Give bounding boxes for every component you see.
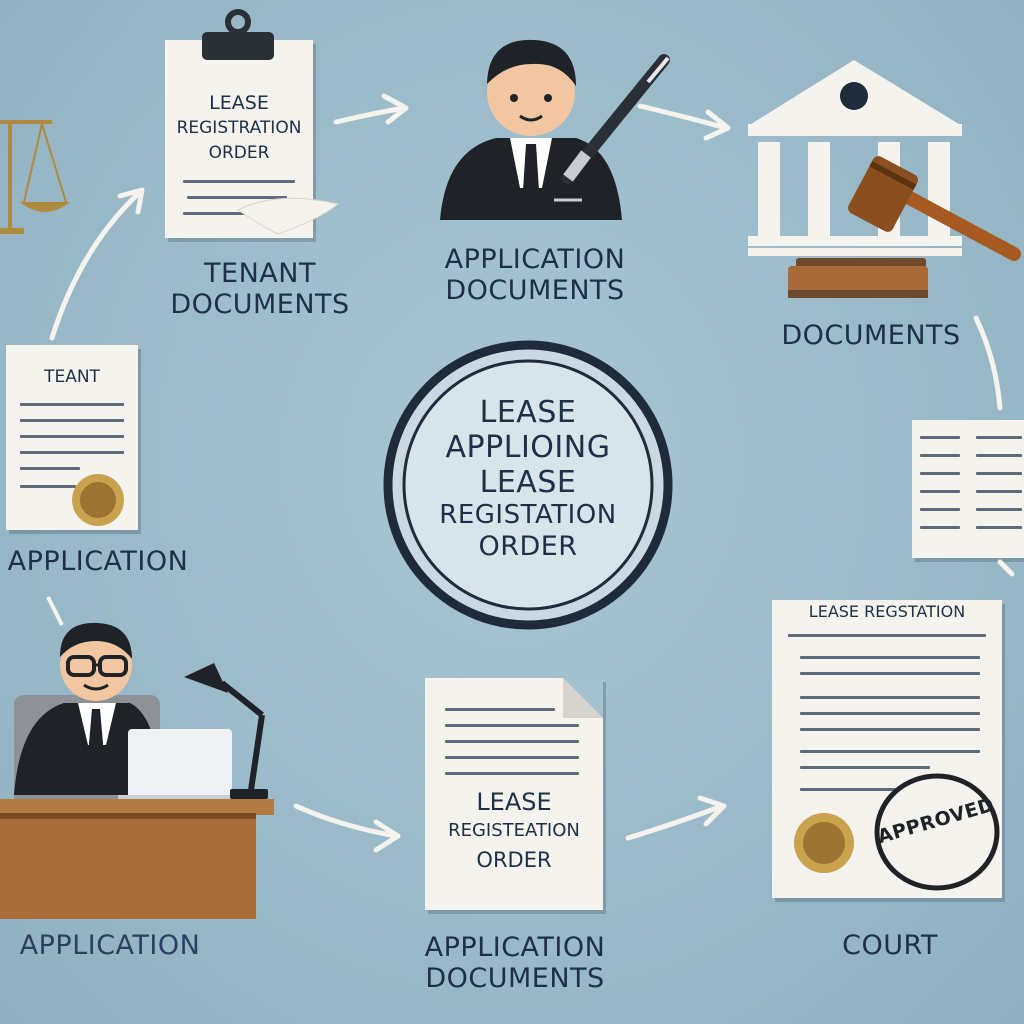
arrow-top-left-to-center-head xyxy=(381,93,409,125)
tenant-documents-line-1: TENANT xyxy=(204,258,316,289)
doc-text-line xyxy=(920,508,960,511)
doc-text-line xyxy=(183,180,295,183)
doc-text-line xyxy=(920,436,960,439)
doc-text-line xyxy=(976,526,1022,529)
center-seal-line-2: APPLIOING xyxy=(445,429,611,465)
arrow-center-to-approved-head xyxy=(697,795,727,827)
bottom-doc-line-3: ORDER xyxy=(476,848,552,872)
arrow-center-to-court xyxy=(637,103,729,131)
doc-text-line xyxy=(920,472,960,475)
courthouse-icon xyxy=(748,60,1021,298)
clipboard-clip-icon xyxy=(202,9,274,60)
application-documents-top-line-2: DOCUMENTS xyxy=(445,275,625,307)
arrow-center-to-approved xyxy=(625,803,725,841)
lawyer-with-pen-figure xyxy=(440,39,670,220)
doc-text-line xyxy=(20,467,80,470)
gold-seal-icon xyxy=(794,813,854,873)
doc-text-line xyxy=(920,490,960,493)
documents-label-right: DOCUMENTS xyxy=(781,320,961,351)
application-documents-bottom-line-1: APPLICATION xyxy=(424,932,606,963)
application-documents-bottom-label: APPLICATION DOCUMENTS xyxy=(395,932,635,994)
center-seal-line-5: ORDER xyxy=(478,530,578,562)
tenant-documents-label: TENANT DOCUMENTS xyxy=(150,258,370,320)
scales-icon xyxy=(0,120,70,234)
stacked-papers-right xyxy=(912,420,1024,558)
application-documents-bottom-line-2: DOCUMENTS xyxy=(425,963,605,995)
arrow-left-up xyxy=(49,189,143,341)
arrow-bottom-left-to-center xyxy=(293,803,399,839)
bottom-doc-line-2: REGISTEATION xyxy=(448,820,580,841)
page-fold-corner xyxy=(563,678,603,718)
approved-stamp-ring xyxy=(874,773,1000,891)
tenant-documents-line-2: DOCUMENTS xyxy=(170,289,350,321)
clipboard-line-1: LEASE xyxy=(209,92,269,114)
doc-text-line xyxy=(445,756,579,759)
arrow-top-left-to-center xyxy=(333,105,407,125)
doc-text-line xyxy=(800,788,900,791)
doc-text-line xyxy=(800,766,930,769)
center-seal-ring xyxy=(383,340,673,630)
bottom-doc-line-1: LEASE xyxy=(476,788,552,816)
center-seal-text: LEASE APPLIOING LEASE REGISTATION ORDER xyxy=(393,395,663,562)
doc-text-line xyxy=(445,740,579,743)
center-seal-line-3: LEASE xyxy=(479,464,577,500)
connector-right-tail xyxy=(997,559,1015,577)
curled-paper-icon xyxy=(237,197,340,235)
application-label-left: APPLICATION xyxy=(7,546,189,577)
tenant-doc-title: TEANT xyxy=(44,367,100,387)
doc-text-line xyxy=(445,772,579,775)
clipboard-line-2: REGISTRATION xyxy=(176,118,302,138)
doc-text-line xyxy=(976,472,1022,475)
court-label: COURT xyxy=(842,930,938,961)
lawyer-at-desk-figure xyxy=(0,596,274,919)
doc-text-line xyxy=(788,634,986,637)
doc-text-line xyxy=(800,712,980,715)
doc-text-line xyxy=(445,724,579,727)
application-label-bottom-left: APPLICATION xyxy=(19,930,201,961)
arrow-center-to-court-head xyxy=(703,109,731,141)
doc-text-line xyxy=(800,672,980,675)
doc-text-line xyxy=(976,436,1022,439)
doc-text-line xyxy=(20,403,124,406)
connector-right-curve xyxy=(973,315,1003,411)
doc-text-line xyxy=(920,454,960,457)
doc-text-line xyxy=(20,485,76,488)
doc-text-line xyxy=(800,728,980,731)
doc-text-line xyxy=(976,490,1022,493)
doc-text-line xyxy=(187,196,287,199)
center-seal-line-4: REGISTATION xyxy=(439,500,617,531)
doc-text-line xyxy=(976,508,1022,511)
gold-seal-icon xyxy=(72,474,124,526)
doc-text-line xyxy=(920,526,960,529)
doc-text-line xyxy=(183,212,273,215)
doc-text-line xyxy=(20,451,124,454)
doc-text-line xyxy=(800,656,980,659)
doc-text-line xyxy=(20,419,124,422)
doc-text-line xyxy=(800,696,980,699)
clipboard-line-3: ORDER xyxy=(208,143,270,163)
center-seal-line-1: LEASE xyxy=(479,395,577,430)
application-documents-top-line-1: APPLICATION xyxy=(444,244,626,275)
application-documents-top-label: APPLICATION DOCUMENTS xyxy=(410,244,660,306)
doc-text-line xyxy=(445,708,555,711)
approved-doc-title: LEASE REGSTATION xyxy=(808,602,966,621)
doc-text-line xyxy=(800,750,980,753)
arrow-bottom-left-to-center-head xyxy=(373,819,401,853)
arrow-left-up-head xyxy=(117,187,145,215)
doc-text-line xyxy=(20,435,124,438)
doc-text-line xyxy=(976,454,1022,457)
